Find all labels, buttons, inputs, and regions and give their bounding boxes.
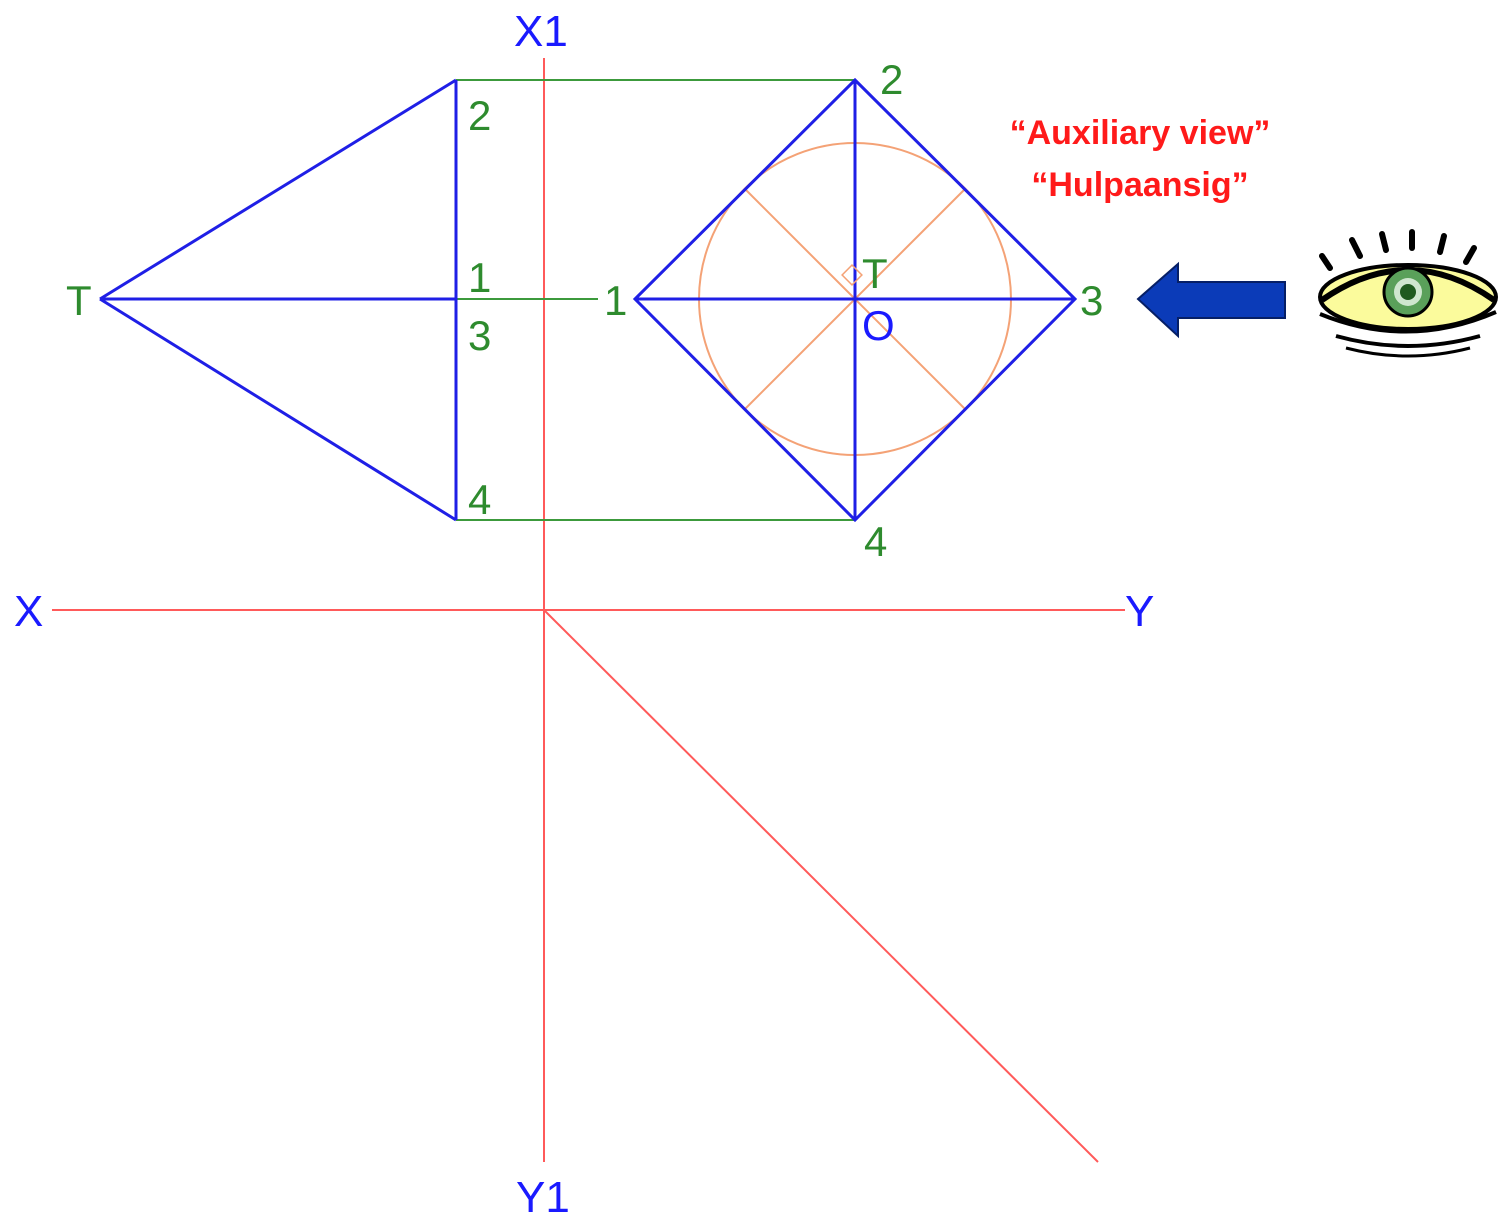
axis-label-y: Y: [1125, 587, 1154, 636]
front-view: [99, 78, 458, 522]
front-label-1: 1: [468, 254, 491, 301]
left-arrow-icon: [1136, 261, 1286, 339]
axis-label-x: X: [14, 587, 43, 636]
reference-axes: [52, 58, 1125, 1163]
front-label-3: 3: [468, 312, 491, 359]
axis-label-y1: Y1: [516, 1173, 570, 1218]
aux-label-4: 4: [864, 518, 887, 565]
front-edge-t-4: [99, 297, 457, 522]
auxiliary-view: [632, 77, 1078, 523]
aux-label-center: O: [862, 302, 895, 349]
front-label-2: 2: [468, 92, 491, 139]
eye-icon: [1318, 229, 1498, 358]
aux-label-1: 1: [604, 277, 627, 324]
projection-lines: [456, 79, 855, 521]
aux-label-3: 3: [1080, 277, 1103, 324]
aux-label-apex: T: [862, 250, 888, 297]
apex-marker: [841, 264, 863, 286]
axis-label-x1: X1: [514, 7, 568, 56]
aux-label-2: 2: [880, 56, 903, 103]
front-label-apex: T: [66, 277, 92, 324]
annotation-line-2: “Hulpaansig”: [1031, 166, 1248, 204]
front-label-4: 4: [468, 476, 491, 523]
front-edge-t-2: [99, 78, 457, 301]
annotation-line-1: “Auxiliary view”: [1010, 114, 1271, 152]
45-degree-mitre-line: [543, 609, 1099, 1163]
